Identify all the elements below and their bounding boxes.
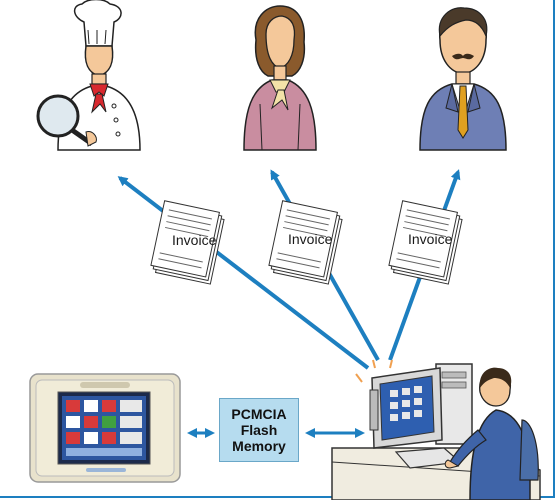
touch-panel-device <box>29 373 181 483</box>
flash-box-line-2: Flash <box>240 422 278 438</box>
invoice-label-3: Invoice <box>408 231 453 247</box>
invoice-stack-1 <box>150 200 225 285</box>
signal-dashes <box>355 359 393 383</box>
invoice-stack-3 <box>388 200 463 285</box>
computer-workstation <box>331 363 541 500</box>
invoice-label-1: Invoice <box>172 232 217 248</box>
pcmcia-flash-memory-box: PCMCIA Flash Memory <box>219 398 299 462</box>
flash-box-line-1: PCMCIA <box>231 406 287 422</box>
chef-figure <box>36 0 141 151</box>
monitor-screen-tiles <box>390 386 422 421</box>
receptionist-figure <box>243 5 317 151</box>
arrow-to-chef <box>117 176 370 370</box>
touch-panel-screen-tiles <box>66 400 142 456</box>
invoice-label-2: Invoice <box>288 231 333 247</box>
manager-figure <box>419 7 507 151</box>
invoice-stack-2 <box>268 200 343 285</box>
flash-box-line-3: Memory <box>232 438 286 454</box>
